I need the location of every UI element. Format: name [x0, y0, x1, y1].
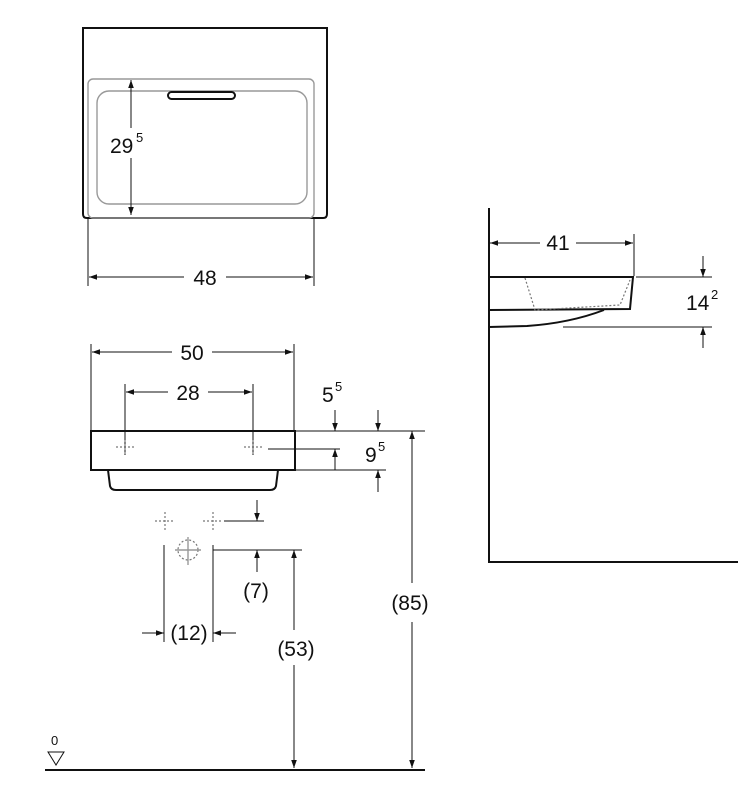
width-label-48: 48	[193, 267, 216, 290]
width-label-50: 50	[180, 342, 203, 365]
overflow-slot	[167, 91, 236, 100]
tap-spacing-label: 28	[176, 382, 199, 405]
tap-hole-left	[116, 440, 134, 454]
supply-right	[203, 512, 223, 530]
height-label-side: 14	[686, 292, 710, 315]
rim-height-label: 9	[365, 444, 377, 467]
side-view: 41 14 2	[488, 208, 738, 563]
svg-text:2: 2	[711, 287, 718, 302]
bowl-hidden-line	[524, 277, 631, 311]
svg-text:5: 5	[378, 439, 385, 454]
drain-height-label: (53)	[277, 638, 314, 661]
front-view: 50 28 5 5 9 5 (85)	[45, 340, 429, 771]
supply-left	[155, 512, 175, 530]
svg-text:5: 5	[335, 379, 342, 394]
drain-offset-label: (7)	[243, 580, 269, 603]
basin-rim	[87, 78, 315, 219]
rim-offset-label: 5	[322, 384, 334, 407]
depth-label: 29	[110, 135, 133, 158]
basin-front	[90, 430, 296, 471]
tap-hole-right	[244, 440, 262, 454]
floor-level-icon	[47, 751, 65, 766]
overall-height-label: (85)	[391, 592, 428, 615]
basin-underside	[488, 309, 605, 328]
depth-label-sup: 5	[136, 130, 143, 145]
basin-bowl-front	[107, 469, 279, 491]
basin-side	[488, 276, 635, 311]
drain-spacing-label: (12)	[170, 622, 207, 645]
top-view: 29 5 48	[82, 27, 328, 290]
basin-outline-top	[82, 27, 328, 219]
floor-label: 0	[51, 733, 58, 748]
projection-label: 41	[546, 232, 569, 255]
